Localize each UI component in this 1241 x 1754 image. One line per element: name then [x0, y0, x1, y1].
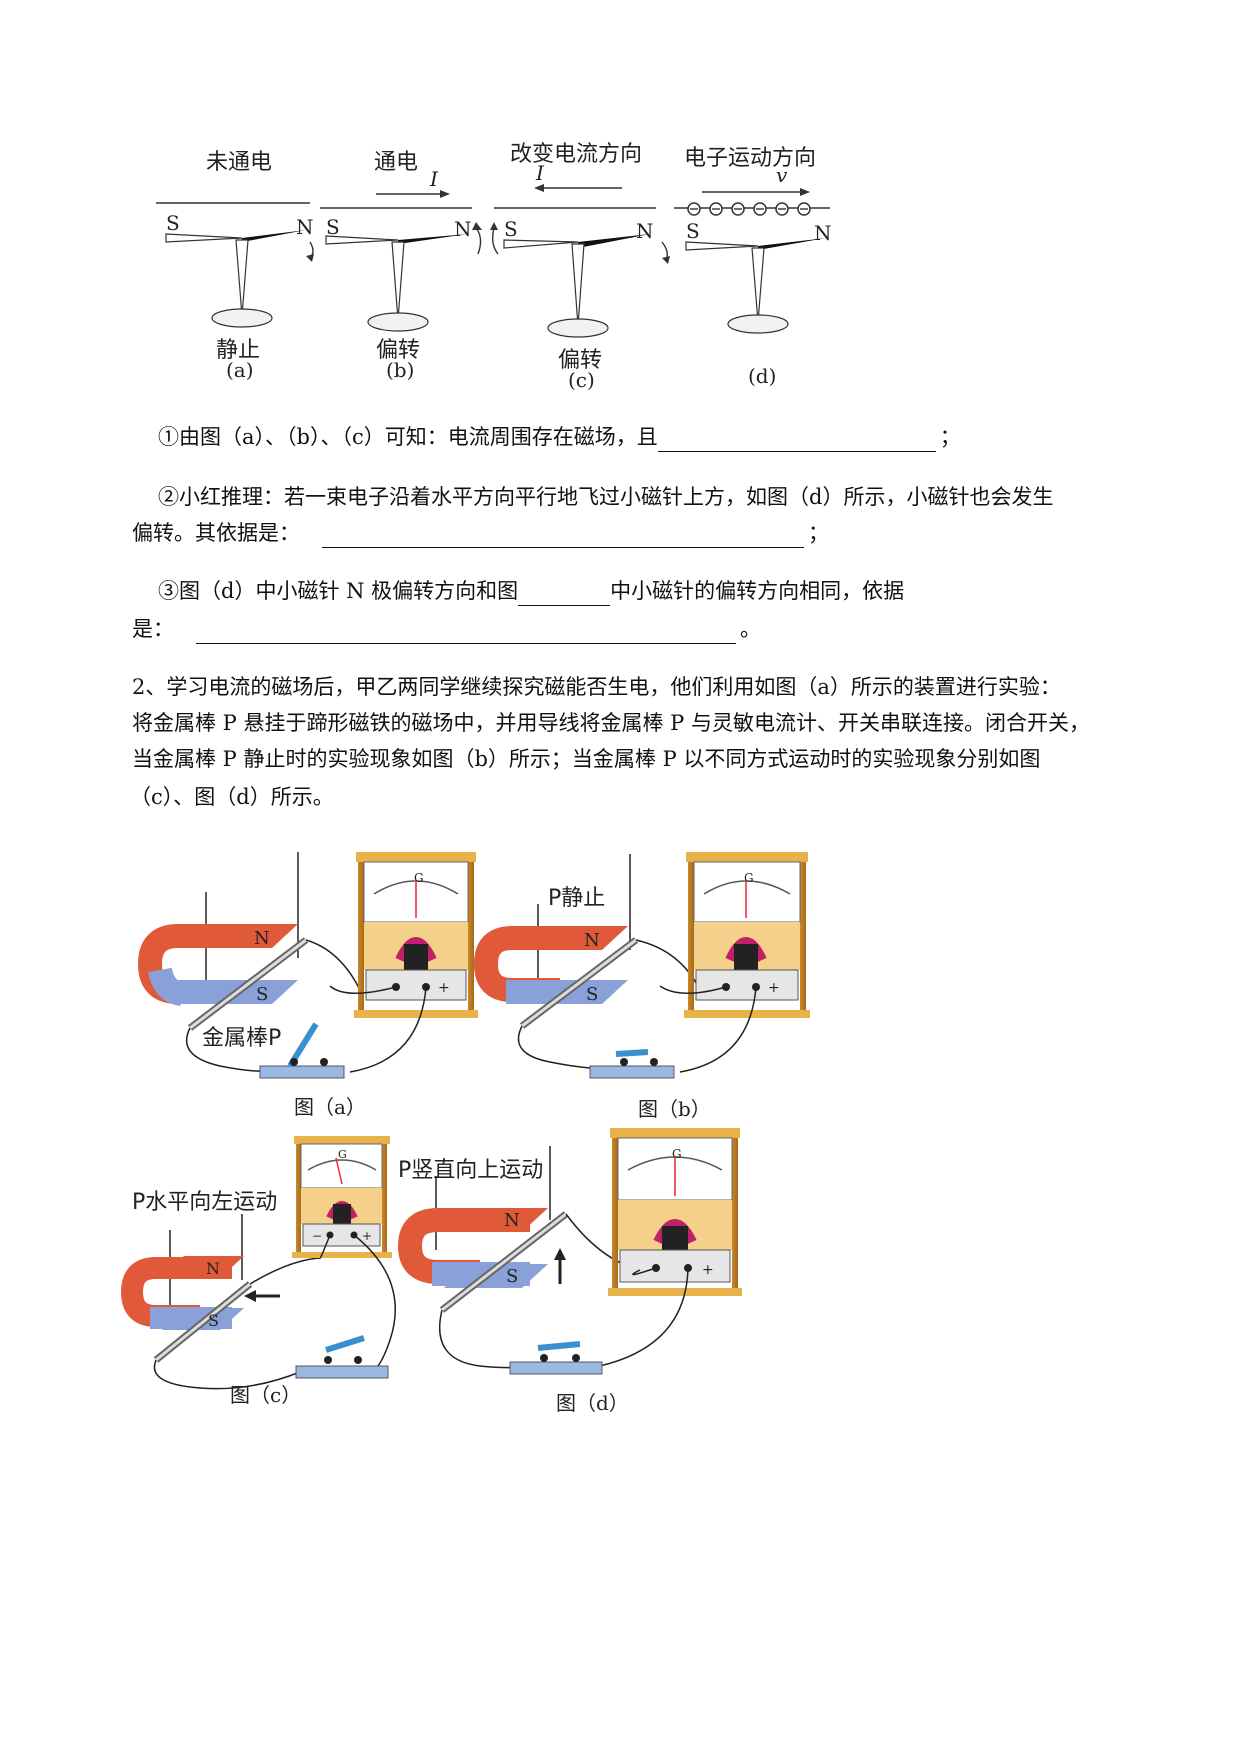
- pole-s-b: S: [326, 215, 340, 239]
- pole-n-fa: N: [254, 928, 270, 949]
- answer-blank-1[interactable]: [657, 429, 936, 452]
- caption-d: 图（d）: [556, 1391, 629, 1415]
- meter-minus-c: −: [312, 1229, 322, 1243]
- panel-d: G + 图（d）: [397, 1128, 742, 1415]
- panel-a-state: 静止: [216, 338, 261, 363]
- current-label-c: I: [535, 161, 545, 185]
- panel-a-title: 未通电: [206, 150, 273, 175]
- caption-a: 图（a）: [294, 1095, 366, 1119]
- problem-2-line-1: 2、学习电流的磁场后，甲乙两同学继续探究磁能否生电，他们利用如图（a）所示的装置…: [132, 675, 1061, 699]
- pole-s-fd: S: [506, 1266, 518, 1287]
- meter-plus-a: +: [438, 980, 450, 996]
- induction-figure: G + 图（a）: [120, 852, 810, 1415]
- answer-blank-4[interactable]: [196, 621, 736, 644]
- label-p-up: P竖直向上运动: [398, 1158, 544, 1183]
- meter-g-c: G: [338, 1148, 347, 1161]
- panel-b-title: 通电: [374, 150, 419, 175]
- pole-s-c: S: [504, 217, 518, 241]
- meter-g-d: G: [672, 1147, 682, 1161]
- label-p-left: P水平向左运动: [132, 1190, 278, 1215]
- meter-plus-d: +: [702, 1262, 714, 1278]
- answer-blank-3[interactable]: [518, 583, 611, 606]
- problem-2-line-2: 将金属棒 P 悬挂于蹄形磁铁的磁场中，并用导线将金属棒 P 与灵敏电流计、开关串…: [132, 711, 1090, 735]
- meter-g-a: G: [414, 871, 424, 885]
- pole-n-a: N: [296, 215, 314, 239]
- panel-c: G − + 图（c）: [120, 1136, 396, 1407]
- answer-blank-2[interactable]: [322, 525, 804, 548]
- question-2-line-2: 偏转。其依据是： ；: [132, 518, 829, 548]
- pole-s-a: S: [166, 211, 180, 235]
- figure-compass: 未通电 通电 改变电流方向 电子运动方向 I I v: [150, 130, 950, 400]
- pole-n-d: N: [814, 221, 832, 245]
- pole-n-c: N: [636, 219, 654, 243]
- panel-c-sub: (c): [568, 368, 595, 392]
- question-1: ①由图（a）、（b）、（c）可知：电流周围存在磁场，且 ；: [158, 422, 961, 452]
- pole-n-fc: N: [206, 1259, 220, 1278]
- question-1-text: ①由图（a）、（b）、（c）可知：电流周围存在磁场，且: [158, 425, 658, 449]
- caption-c: 图（c）: [230, 1383, 301, 1407]
- pole-n-fd: N: [504, 1210, 520, 1231]
- pole-s-fb: S: [586, 984, 598, 1005]
- panel-b-state: 偏转: [376, 338, 421, 363]
- panel-d-sub: (d): [748, 364, 777, 388]
- caption-b: 图（b）: [638, 1097, 711, 1121]
- meter-plus-b: +: [768, 980, 780, 996]
- question-3-text-a: ③图（d）中小磁针 N 极偏转方向和图: [158, 579, 519, 603]
- panel-b: G + 图（b）: [473, 852, 810, 1121]
- panel-c-title: 改变电流方向: [510, 142, 643, 167]
- compass-drawing: I I v: [156, 161, 832, 338]
- question-3-text-b: 中小磁针的偏转方向相同，依据: [610, 579, 905, 603]
- panel-d-title: 电子运动方向: [684, 146, 817, 171]
- meter-g-b: G: [744, 871, 754, 885]
- pole-s-fc: S: [208, 1311, 219, 1330]
- pole-n-b: N: [454, 217, 472, 241]
- problem-2-line-3: 当金属棒 P 静止时的实验现象如图（b）所示；当金属棒 P 以不同方式运动时的实…: [132, 747, 1041, 771]
- question-2-text: 偏转。其依据是：: [132, 521, 300, 545]
- velocity-label: v: [776, 163, 788, 187]
- problem-2-line-4: （c）、图（d）所示。: [130, 785, 334, 809]
- panel-b-sub: (b): [386, 358, 415, 382]
- question-3-line-2: 是： 。: [132, 614, 761, 644]
- current-label-b: I: [429, 167, 439, 191]
- question-3-end: 。: [740, 617, 761, 641]
- question-2-line-1: ②小红推理：若一束电子沿着水平方向平行地飞过小磁针上方，如图（d）所示，小磁针也…: [158, 485, 1054, 509]
- panel-c-state: 偏转: [558, 348, 603, 373]
- panel-a-sub: (a): [226, 358, 254, 382]
- meter-plus-c: +: [362, 1229, 372, 1243]
- label-p-static: P静止: [548, 886, 606, 911]
- question-3-text-c: 是：: [132, 617, 174, 641]
- pole-n-fb: N: [584, 930, 600, 951]
- pole-s-d: S: [686, 219, 700, 243]
- pole-s-fa: S: [256, 984, 268, 1005]
- question-2-end: ；: [808, 521, 829, 545]
- label-metal-rod: 金属棒P: [202, 1026, 282, 1051]
- question-3-line-1: ③图（d）中小磁针 N 极偏转方向和图 中小磁针的偏转方向相同，依据: [158, 576, 904, 606]
- question-1-end: ；: [939, 425, 961, 449]
- panel-a: G + 图（a）: [137, 852, 478, 1119]
